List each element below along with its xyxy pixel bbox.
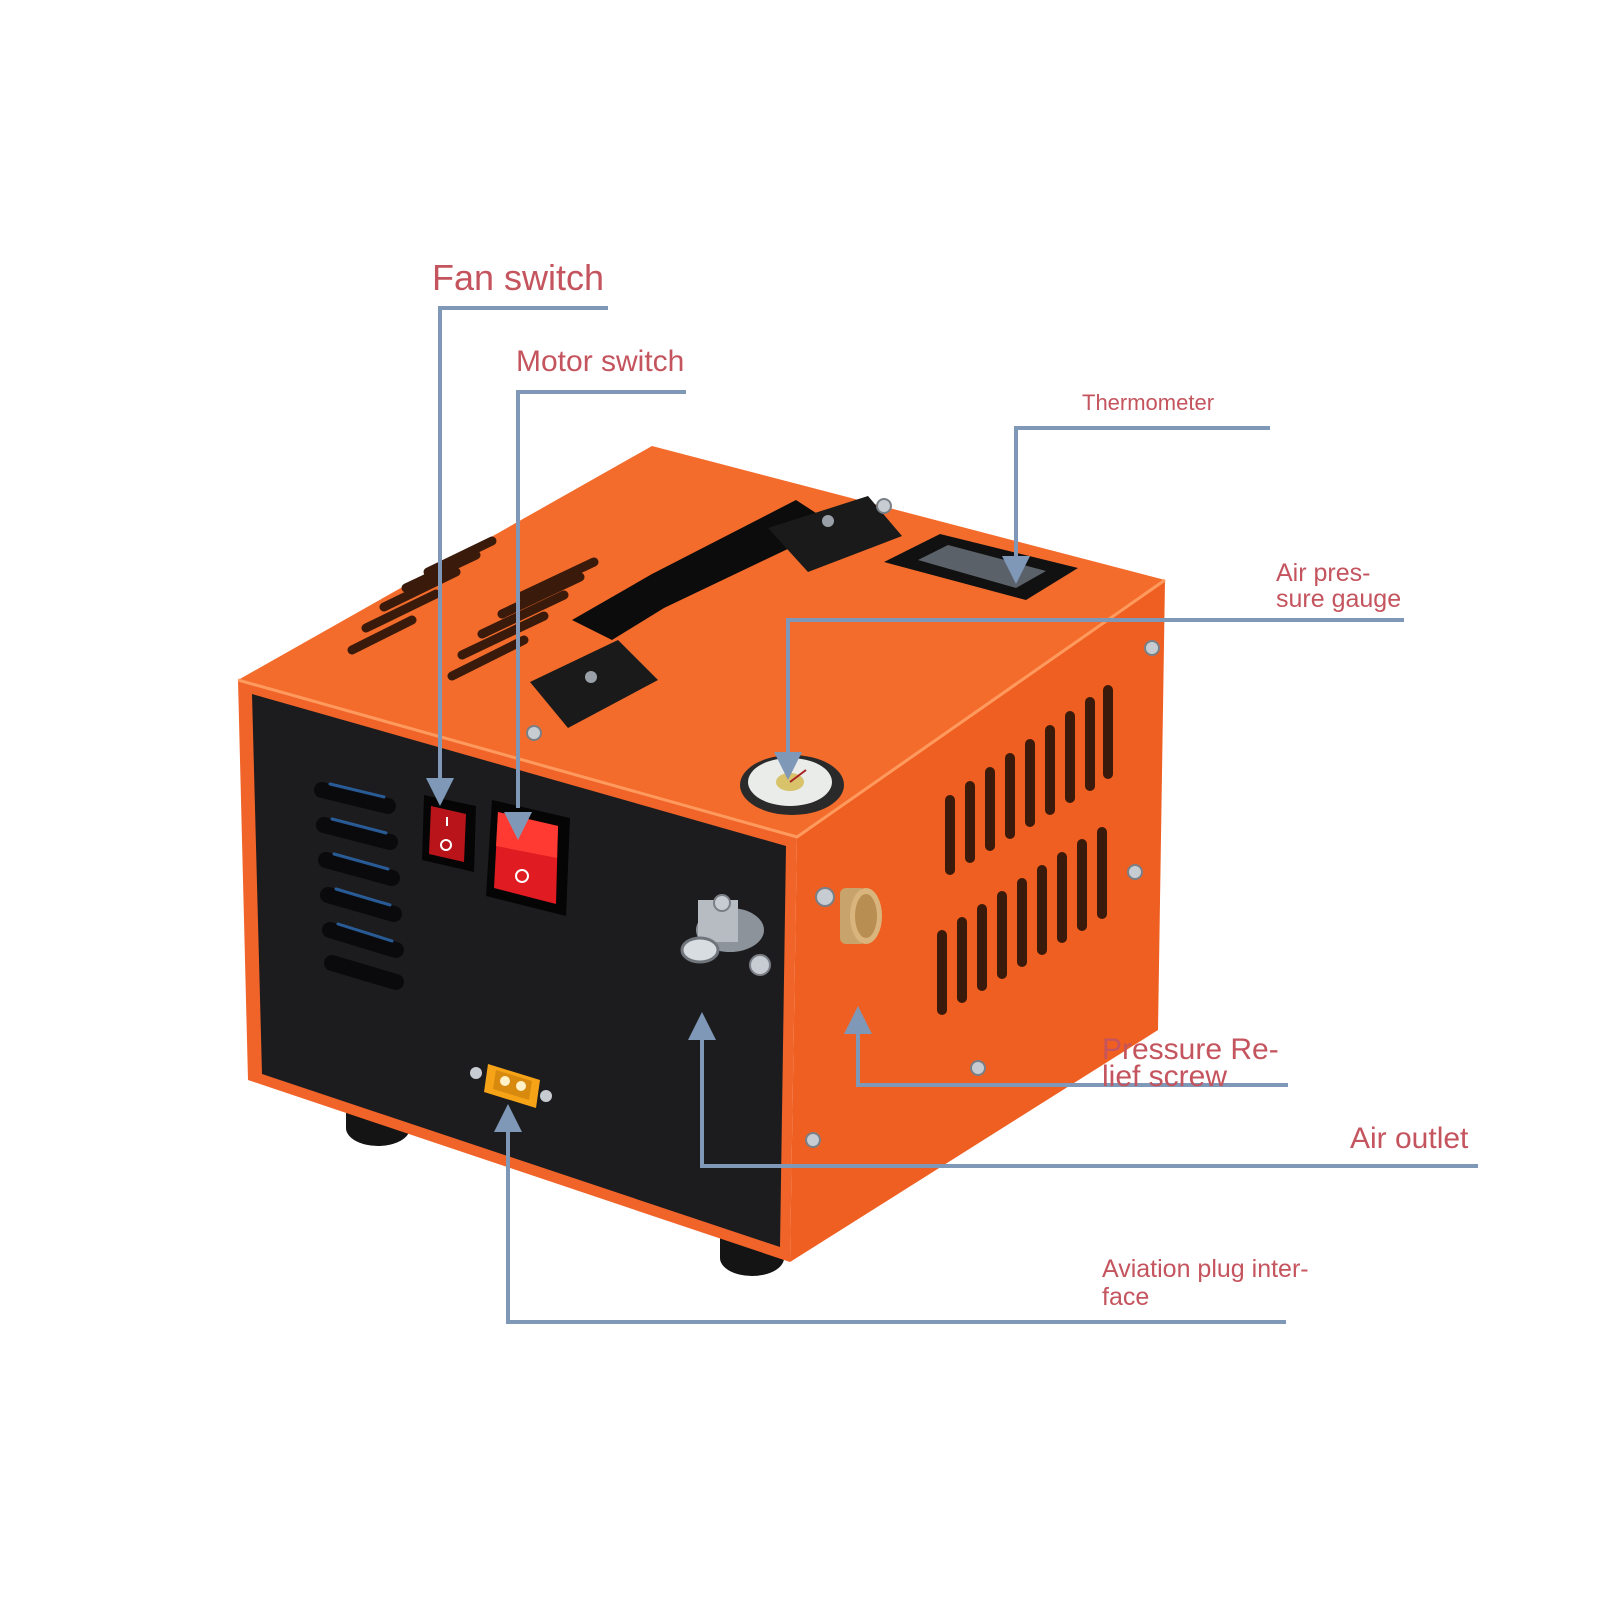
leader-relief-screw xyxy=(856,1024,1288,1087)
leader-lines xyxy=(438,306,1478,1324)
label-air-pressure-gauge-line1: Air pres- xyxy=(1276,559,1371,587)
rocker-switch-icon xyxy=(486,800,570,916)
pressure-gauge-icon xyxy=(740,755,844,815)
leader-motor-switch xyxy=(516,390,686,808)
leader-fan-switch xyxy=(438,306,608,780)
label-pressure-relief-screw-line1: Pressure Re- xyxy=(1102,1033,1279,1066)
label-fan-switch: Fan switch xyxy=(432,257,605,298)
label-aviation-plug-interface-line2: face xyxy=(1102,1282,1150,1311)
label-air-outlet: Air outlet xyxy=(1350,1122,1469,1155)
arrowhead-icon xyxy=(1002,556,1030,584)
front-vents-glint xyxy=(328,782,394,943)
rocker-switch-icon xyxy=(422,795,476,872)
label-aviation-plug-interface-line1: Aviation plug inter- xyxy=(1102,1255,1309,1283)
quick-coupler-icon xyxy=(680,894,771,976)
side-vents xyxy=(937,685,1113,1015)
arrowhead-icon xyxy=(688,1012,716,1040)
screws xyxy=(526,498,1160,1148)
carry-handle-icon xyxy=(530,496,902,728)
arrowhead-icon xyxy=(504,812,532,840)
leader-aviation-plug xyxy=(506,1122,1286,1324)
arrowhead-icon xyxy=(774,752,802,780)
front-vents xyxy=(314,782,404,990)
brass-knob-icon xyxy=(840,888,882,944)
arrowhead-icon xyxy=(844,1006,872,1034)
leader-air-outlet xyxy=(700,1030,1478,1168)
air-compressor-icon xyxy=(237,446,1166,1276)
label-air-pressure-gauge-line2: sure gauge xyxy=(1276,585,1402,614)
label-aviation-plug-interface: Aviation plug inter- face xyxy=(1102,1255,1309,1311)
leader-thermometer xyxy=(1014,426,1270,556)
label-thermometer: Thermometer xyxy=(1082,390,1215,415)
label-air-pressure-gauge: Air pres- sure gauge xyxy=(1276,560,1401,613)
label-motor-switch: Motor switch xyxy=(516,345,685,378)
leader-pressure-gauge xyxy=(786,618,1404,754)
case-edge xyxy=(237,578,1166,839)
arrowheads xyxy=(426,556,1030,1132)
label-pressure-relief-screw-line2: lief screw xyxy=(1102,1060,1228,1093)
arrowhead-icon xyxy=(494,1104,522,1132)
arrowhead-icon xyxy=(426,778,454,806)
xt60-connector-icon xyxy=(470,1064,552,1108)
label-pressure-relief-screw: Pressure Re- lief screw xyxy=(1102,1033,1279,1093)
